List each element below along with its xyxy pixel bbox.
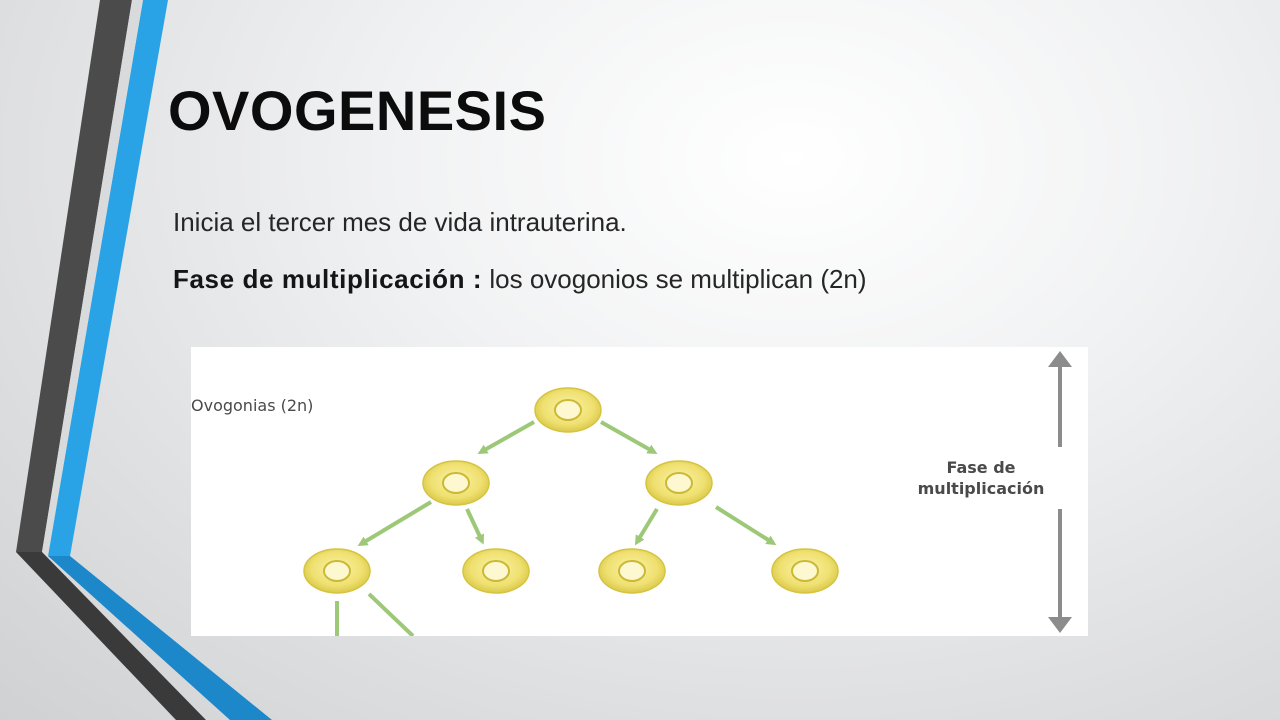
phase-side-label-line1: Fase de [946, 458, 1016, 477]
cell [598, 548, 666, 594]
arrow [465, 508, 484, 545]
cell [303, 548, 371, 594]
dark-bar [16, 0, 132, 552]
arrow [367, 592, 415, 636]
diagram-graphic [303, 351, 1072, 636]
dark-bar-lower [16, 552, 206, 720]
intro-text: Inicia el tercer mes de vida intrauterin… [173, 207, 627, 237]
phase-heading: Fase de multiplicación : [173, 264, 483, 294]
arrow [357, 500, 433, 547]
ovogonia-cells [303, 387, 839, 594]
cell [534, 387, 602, 433]
blue-bar [48, 0, 168, 556]
cell [462, 548, 530, 594]
arrow [600, 420, 658, 454]
slide-title: OVOGENESIS [168, 79, 547, 142]
arrow [634, 507, 659, 546]
phase-description: Fase de multiplicación : los ovogonios s… [173, 264, 867, 295]
cell [645, 460, 713, 506]
multiplication-diagram: Ovogonias (2n) Fase de multiplicación [191, 347, 1088, 636]
phase-side-label-line2: multiplicación [917, 479, 1045, 498]
cell [422, 460, 490, 506]
arrow [477, 420, 535, 454]
arrow [714, 505, 777, 546]
blue-bar-lower [48, 556, 272, 720]
ovogonia-label: Ovogonias (2n) [191, 396, 314, 415]
phase-range-arrow [1048, 351, 1072, 633]
phase-side-label: Fase de multiplicación [875, 457, 1087, 499]
light-bar [42, 0, 143, 556]
phase-detail: los ovogonios se multiplican (2n) [482, 264, 867, 294]
cell [771, 548, 839, 594]
green-arrows [335, 420, 777, 636]
